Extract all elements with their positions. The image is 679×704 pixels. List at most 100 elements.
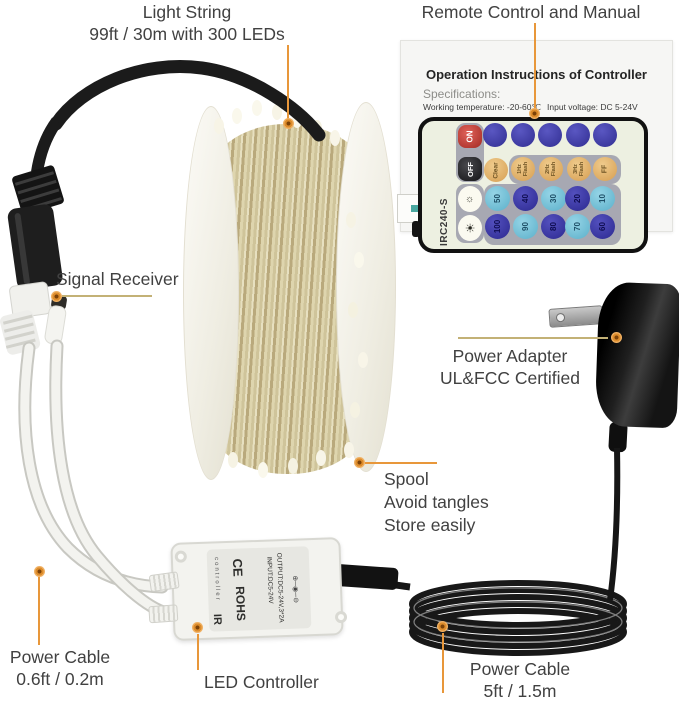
remote-20-button: 20 [565, 186, 590, 211]
remote-blue-button-5 [593, 123, 617, 147]
brightness-high-icon: ☀ [462, 222, 477, 234]
polarity-icon: ⊕─◉─⊖ [291, 575, 300, 604]
brightness-down-button: ☼ [458, 186, 482, 212]
spool-line2: Avoid tangles [384, 492, 489, 512]
manual-working-temp: Working temperature: -20-60℃ [423, 102, 542, 112]
light-string-line2: 99ft / 30m with 300 LEDs [89, 24, 285, 44]
remote-50-button: 50 [485, 186, 510, 211]
ff-label: FF [601, 164, 608, 174]
coiled-power-cable [409, 580, 627, 656]
power-cable-short-line1: Power Cable [9, 647, 111, 667]
signal-receiver-label: Signal Receiver [56, 269, 179, 289]
on-label: ON [465, 130, 475, 143]
remote-label: Remote Control and Manual [421, 2, 641, 22]
brightness-low-icon: ☼ [464, 194, 476, 204]
lead-cable [49, 60, 326, 142]
remote-60-button: 60 [590, 214, 615, 239]
spool-line1: Spool [384, 469, 429, 489]
connector-cable [31, 117, 62, 174]
marker-dot-light-string [283, 118, 294, 129]
spool-flange-right [336, 102, 396, 472]
remote-70-button: 70 [565, 214, 590, 239]
leader-line-spool [365, 462, 437, 464]
spool-label: Spool Avoid tangles Store easily [384, 468, 489, 537]
remote-blue-button-3 [538, 123, 562, 147]
off-label: OFF [465, 161, 475, 177]
marker-dot-led-controller [192, 622, 203, 633]
marker-dot-power-adapter [611, 332, 622, 343]
adapter-prong [548, 305, 604, 328]
ce-mark-icon: CE [229, 558, 246, 577]
power-cable-long-line1: Power Cable [469, 659, 571, 679]
light-string-line1: Light String [142, 2, 232, 22]
input-connector-1 [148, 571, 180, 593]
adapter-cable-stub [608, 421, 628, 453]
power-adapter-label: Power Adapter UL&FCC Certified [410, 345, 610, 389]
controller-label-panel: controller CE ROHS IR INPUT:DC5-24V OUTP… [206, 546, 312, 632]
remote-blue-button-1 [483, 123, 507, 147]
remote-ff-button: FF [593, 157, 617, 181]
manual-input-voltage: Input voltage: DC 5-24V [547, 102, 638, 112]
light-string-label: Light String 99ft / 30m with 300 LEDs [37, 1, 337, 45]
leader-line-power-cable-long [442, 633, 444, 693]
manual-title: Operation Instructions of Controller [425, 67, 647, 82]
remote-30-button: 30 [541, 186, 566, 211]
leader-line-led-controller [197, 634, 199, 670]
input-connector-2 [148, 604, 179, 624]
brightness-up-button: ☀ [458, 215, 482, 241]
power-cable-short-label: Power Cable 0.6ft / 0.2m [0, 646, 120, 690]
ir-label: IR [210, 613, 224, 626]
led-bulbs [252, 100, 262, 116]
strain-relief [12, 165, 64, 215]
prong-hole [555, 312, 566, 323]
power-cable-long-label: Power Cable 5ft / 1.5m [430, 658, 610, 702]
led-controller-label: LED Controller [204, 672, 319, 692]
marker-dot-power-cable-long [437, 621, 448, 632]
remote-on-button: ON [458, 125, 482, 148]
remote-90-button: 90 [513, 214, 538, 239]
remote-100-button: 100 [485, 214, 510, 239]
marker-dot-signal-receiver [51, 291, 62, 302]
controller-side-label: controller [212, 556, 221, 602]
manual-specs-heading: Specifications: [423, 87, 501, 101]
remote-blue-button-2 [511, 123, 535, 147]
leader-line-remote [534, 23, 536, 109]
remote-clear-button: Clear [484, 158, 508, 182]
remote-40-button: 40 [513, 186, 538, 211]
remote-model-number: IRC240-S [439, 198, 450, 246]
leader-line-signal-receiver [62, 295, 152, 297]
rohs-label: ROHS [232, 586, 249, 622]
clear-label: Clear [492, 161, 500, 179]
power-adapter-line1: Power Adapter [452, 346, 568, 366]
remote-80-button: 80 [541, 214, 566, 239]
dc-plug-barrel [7, 204, 63, 290]
marker-dot-spool [354, 457, 365, 468]
spool-line3: Store easily [384, 515, 476, 535]
remote-blue-button-4 [566, 123, 590, 147]
mounting-ear [174, 550, 188, 563]
remote-off-button: OFF [458, 157, 482, 181]
remote-10-button: 10 [590, 186, 615, 211]
remote-side-button [412, 221, 420, 237]
leader-line-power-cable-short [38, 577, 40, 645]
adapter-cable [607, 447, 621, 601]
output-rating-label: OUTPUT:DC5-24V,3*2A [275, 552, 285, 623]
power-cable-short-line2: 0.6ft / 0.2m [16, 669, 104, 689]
output-connector [335, 564, 399, 590]
power-adapter-line2: UL&FCC Certified [439, 368, 581, 388]
spool-flange-left [183, 106, 239, 480]
white-cable-2 [51, 341, 172, 618]
leader-line-power-adapter [458, 337, 608, 339]
marker-dot-remote [529, 108, 540, 119]
marker-dot-power-cable-short [34, 566, 45, 577]
leader-line-light-string [287, 45, 289, 119]
